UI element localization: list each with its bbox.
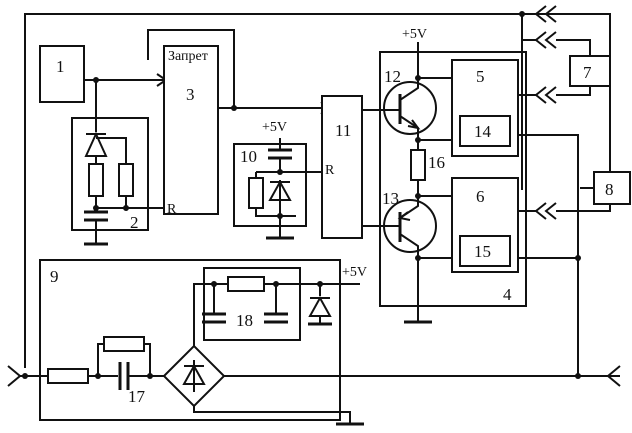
- block-4-label: 4: [503, 285, 512, 304]
- block-10-label: 10: [240, 147, 257, 166]
- block-3: Запрет 3 R: [148, 30, 330, 217]
- block-2: 2: [72, 118, 164, 244]
- resistor-16-label: 16: [428, 153, 445, 172]
- block-8: 8: [580, 172, 630, 204]
- filter-18-label: 18: [236, 311, 253, 330]
- reset-label-block-11: R: [325, 163, 335, 178]
- block-5-label: 5: [476, 67, 485, 86]
- block-11-label: 11: [335, 121, 351, 140]
- block-14-label: 14: [474, 122, 492, 141]
- transistor-12-label: 12: [384, 67, 401, 86]
- connector-7b: [536, 86, 590, 103]
- block-8-label: 8: [605, 180, 614, 199]
- block-9: 9 17 18 +5V: [8, 260, 620, 424]
- block-3-label: 3: [186, 85, 195, 104]
- vcc-label-block-10: +5V: [262, 120, 287, 135]
- connector-7a: [522, 32, 590, 56]
- block-2-label: 2: [130, 213, 139, 232]
- block-7-label: 7: [583, 63, 592, 82]
- block-7: 7: [570, 56, 610, 86]
- rc-17-label: 17: [128, 387, 146, 406]
- transistor-13-label: 13: [382, 189, 399, 208]
- block-15-label: 15: [474, 242, 491, 261]
- block-6-label: 6: [476, 187, 485, 206]
- top-bus-wire: [25, 11, 610, 368]
- vcc-label-top: +5V: [402, 27, 427, 42]
- block-9-label: 9: [50, 267, 59, 286]
- block-10: 10 +5V: [234, 120, 322, 238]
- reset-label-block-3: R: [167, 202, 177, 217]
- vcc-label-block-9: +5V: [342, 265, 367, 280]
- inhibit-label: Запрет: [168, 49, 208, 64]
- block-6: 6 15: [452, 178, 581, 272]
- block-1-label: 1: [56, 57, 65, 76]
